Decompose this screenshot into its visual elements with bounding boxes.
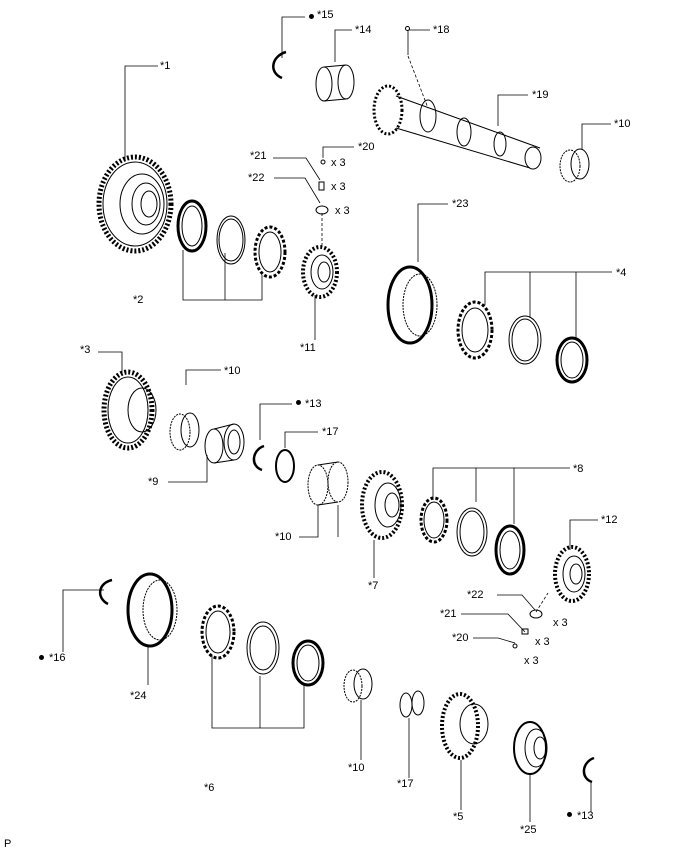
callout-label: *21 [250,150,267,162]
callout-label: *2 [133,294,144,306]
part-marker [405,26,410,31]
needle-bearings-part-10-pair [307,461,349,506]
callout-label: *20 [452,632,469,644]
callout-label: *23 [452,198,469,210]
callout-label: *24 [130,690,147,702]
synchro-rings-part-6 [200,604,325,687]
callout-label: *18 [433,24,450,36]
callout-label: *21 [440,608,457,620]
callout-label: *1 [160,60,171,72]
callout-label: *20 [358,141,375,153]
callout-label: *5 [453,811,464,823]
callout-label: *25 [520,824,537,836]
snap-ring-part-13-bottom [582,756,595,784]
callout-label: *10 [224,365,241,377]
callout-label: *17 [397,778,414,790]
callout-label: *19 [532,89,549,101]
gear-part-1 [96,154,174,254]
callout-label: *8 [573,463,584,475]
needle-bearing-part-10-top [559,148,590,183]
shaft-part-19 [372,84,542,170]
callout-label: *14 [355,24,372,36]
non-reusable-marker [39,655,44,660]
callout-label: *11 [300,342,316,354]
synchro-rings-part-8 [419,496,526,576]
callout-label: *13 [577,810,594,822]
quantity-label: x 3 [524,655,539,667]
callout-label: *10 [275,531,292,543]
leader-lines [62,16,612,822]
synchro-rings-part-2 [176,199,287,279]
snap-ring-part-13-mid [252,444,265,472]
quantity-label: x 3 [335,205,350,217]
snap-ring-part-16 [99,578,113,606]
callout-label: *22 [467,589,484,601]
callout-label: *10 [614,118,631,130]
illustration-code: P [4,838,12,850]
gear-part-3 [101,369,157,451]
spacer-part-17-mid [275,449,295,483]
callout-label: *9 [148,476,159,488]
non-reusable-marker [567,812,572,817]
quantity-label: x 3 [553,617,568,629]
gear-part-7 [360,470,404,540]
spacer-part-17-bottom [399,690,425,718]
callout-label: *3 [80,344,91,356]
quantity-label: x 3 [331,181,346,193]
callout-label: *10 [348,762,365,774]
non-reusable-marker [309,14,314,19]
hub-sleeve-part-12 [553,545,591,603]
ring-part-24 [126,572,178,648]
callout-label: *12 [601,514,618,526]
gear-part-5 [440,692,489,760]
small-parts-top [315,159,329,215]
non-reusable-marker [296,400,301,405]
bushing-part-14 [315,64,355,102]
needle-bearing-part-10-bottom [343,668,373,703]
quantity-label: x 3 [331,157,346,169]
callout-label: *17 [322,426,339,438]
callout-label: *13 [305,398,322,410]
ring-part-23 [386,265,438,345]
snap-ring-part-15 [272,50,287,80]
bearing-part-25 [513,721,548,775]
callout-label: *22 [248,172,265,184]
synchro-rings-part-4 [456,300,589,384]
callout-label: *6 [204,782,215,794]
callout-label: *16 [49,652,66,664]
hub-sleeve-part-11 [301,245,339,299]
callout-label: *7 [368,580,379,592]
needle-bearing-part-10-mid [169,412,200,451]
quantity-label: x 3 [535,636,550,648]
small-parts-bottom [512,609,543,649]
callout-label: *4 [616,267,627,279]
callout-label: *15 [317,9,334,21]
collar-part-9 [204,423,245,464]
